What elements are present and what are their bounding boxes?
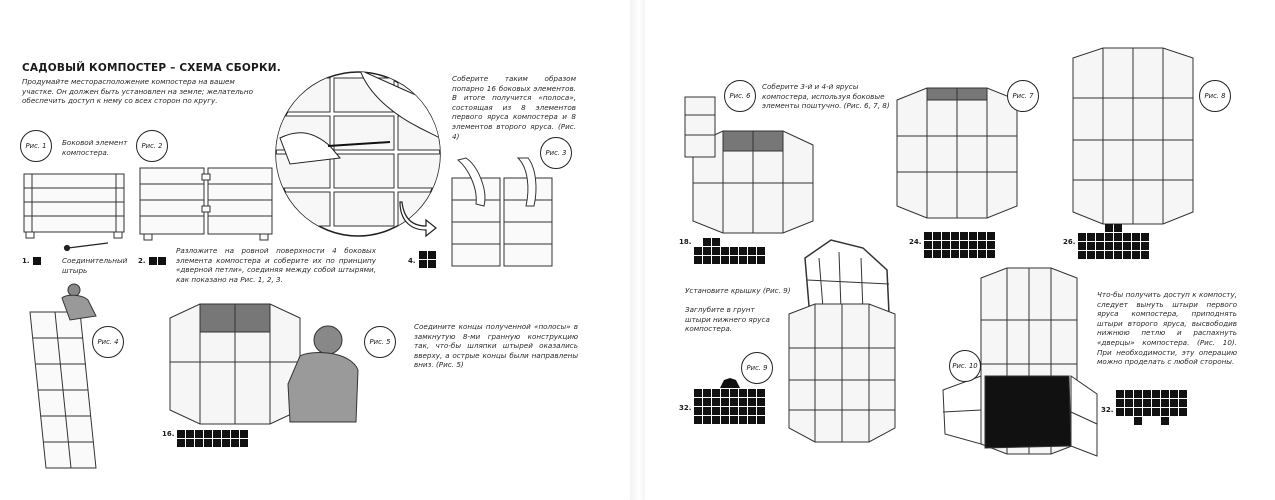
fig1-caption: Боковой элемент компостера. <box>62 138 128 157</box>
pin-caption: Соединительный штырь <box>62 256 128 275</box>
left-page: САДОВЫЙ КОМПОСТЕР – СХЕМА СБОРКИ. Продум… <box>0 0 630 500</box>
count-2-number: 2. <box>138 257 146 265</box>
count-4-number: 4. <box>408 257 416 265</box>
fig10-open-door-drawing <box>941 264 1101 460</box>
fig3-label: Рис. 3 <box>540 137 572 169</box>
count-16-squares <box>177 430 249 447</box>
count-4: 4. <box>408 251 436 268</box>
count-4-squares <box>418 251 436 268</box>
right-page: Рис. 6 Соберите 3-й и 4-й ярусы компосте… <box>645 0 1275 500</box>
lid-text: Установите крышку (Рис. 9) <box>685 286 791 295</box>
count-1-squares <box>32 257 41 265</box>
step2-text: Разложите на ровной поверхности 4 боковы… <box>176 246 376 284</box>
step5-text: Соедините концы полученной «полосы» в за… <box>414 322 578 370</box>
count-32-lid-squares <box>694 389 766 424</box>
count-18: 18. <box>679 238 766 264</box>
count-32-open: 32. <box>1101 390 1188 425</box>
count-2-squares <box>148 257 166 265</box>
fig7-three-tiers-drawing <box>891 84 1031 224</box>
count-26: 26. <box>1063 224 1150 259</box>
fig9-label: Рис. 9 <box>741 352 773 384</box>
fig8-label: Рис. 8 <box>1199 80 1231 112</box>
lid-icon <box>719 378 740 388</box>
fig1-panel-drawing <box>22 172 130 244</box>
count-1: 1. <box>22 257 41 266</box>
count-32-lid: 32. <box>679 378 766 424</box>
count-1-number: 1. <box>22 257 30 265</box>
arrow-icon <box>398 196 438 236</box>
count-18-squares <box>694 238 766 264</box>
fig4-strip-drawing <box>26 282 146 472</box>
count-16: 16. <box>162 430 249 447</box>
count-26-squares <box>1078 224 1150 259</box>
fig8-four-tiers-drawing <box>1067 44 1217 229</box>
fig2-panels-drawing <box>138 164 278 246</box>
fig5-octagon-drawing <box>160 300 360 430</box>
access-text: Что-бы получить доступ к компосту, следу… <box>1097 290 1237 367</box>
count-16-number: 16. <box>162 430 175 438</box>
step3-text: Соберите таким образом попарно 16 боковы… <box>452 74 576 141</box>
count-26-number: 26. <box>1063 238 1076 246</box>
fig6-label: Рис. 6 <box>724 80 756 112</box>
count-24-squares <box>924 232 996 258</box>
fig10-label: Рис. 10 <box>949 350 981 382</box>
page-title: САДОВЫЙ КОМПОСТЕР – СХЕМА СБОРКИ. <box>22 62 281 74</box>
count-32-lid-number: 32. <box>679 404 692 412</box>
count-32-open-number: 32. <box>1101 406 1114 414</box>
fig6-two-tiers-drawing <box>683 95 823 235</box>
fig9-lid-drawing <box>779 238 909 446</box>
page-gutter <box>630 0 645 500</box>
ground-text: Заглубите в грунт штыри нижнего яруса ко… <box>685 305 770 334</box>
fig3-assembly-drawing <box>448 158 560 274</box>
count-2: 2. <box>138 257 166 266</box>
count-24: 24. <box>909 232 996 258</box>
fig4-label: Рис. 4 <box>92 326 124 358</box>
intro-text: Продумайте месторасположение компостера … <box>22 77 254 106</box>
count-32-open-squares <box>1116 390 1188 425</box>
count-24-number: 24. <box>909 238 922 246</box>
step6-text: Соберите 3-й и 4-й ярусы компостера, исп… <box>762 82 890 111</box>
fig5-label: Рис. 5 <box>364 326 396 358</box>
pin-drawing <box>62 240 112 252</box>
count-18-number: 18. <box>679 238 692 246</box>
fig2-label: Рис. 2 <box>136 130 168 162</box>
fig1-label: Рис. 1 <box>20 130 52 162</box>
fig7-label: Рис. 7 <box>1007 80 1039 112</box>
